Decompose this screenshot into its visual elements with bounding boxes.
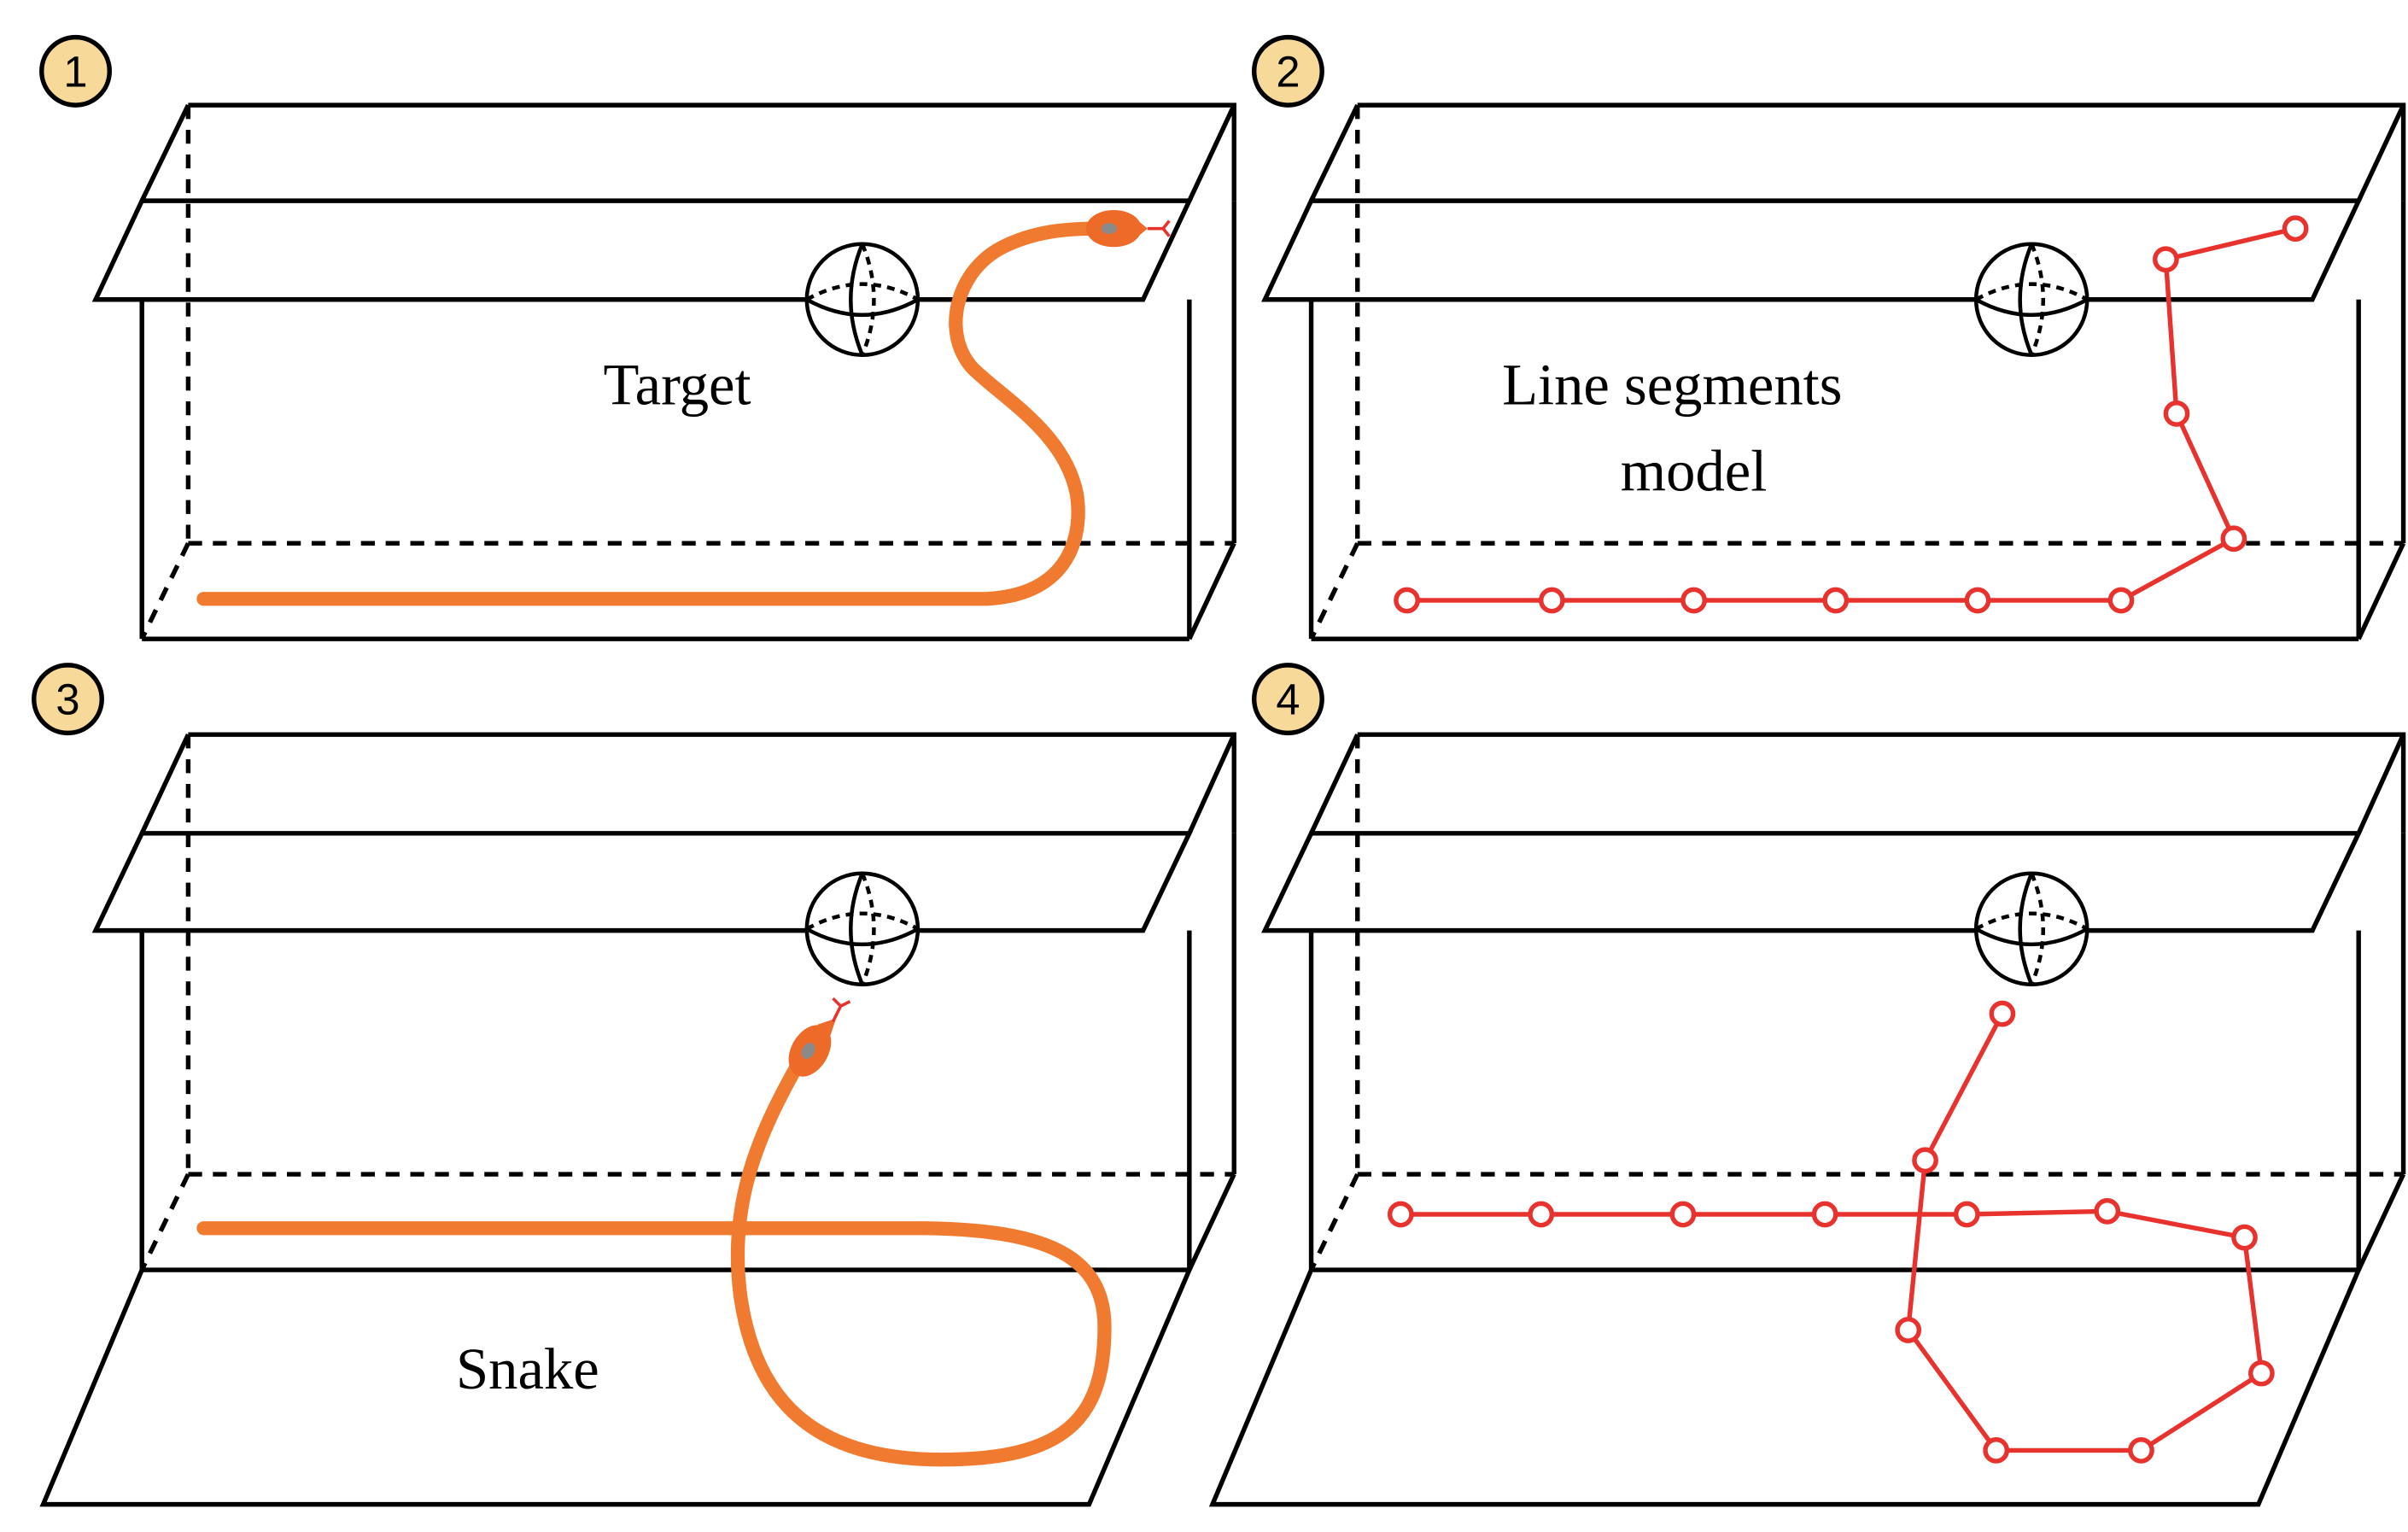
box-frame: [91, 102, 1236, 641]
segment-joint-icon: [1912, 1147, 1938, 1174]
segment-joint-icon: [1539, 587, 1565, 614]
panel-number: 1: [63, 47, 87, 96]
segment-joint-icon: [2248, 1360, 2275, 1387]
hidden-edges: [1309, 105, 2404, 640]
segment-joint-icon: [1983, 1437, 2010, 1464]
panel-label: Target: [604, 353, 751, 418]
segment-joint-icon: [1895, 1317, 1922, 1343]
segment-joint-icon: [2094, 1198, 2121, 1225]
segment-joint-icon: [1989, 1000, 2016, 1027]
segment-joint-icon: [1394, 587, 1420, 614]
hidden-edges: [139, 734, 1235, 1272]
snake-body: [196, 1061, 1112, 1467]
panel-label: Snake: [456, 1336, 599, 1401]
panel-number: 4: [1276, 675, 1300, 724]
segment-joint-icon: [2128, 1437, 2154, 1464]
target-sphere-icon: [1973, 871, 2089, 987]
segment-joint-icon: [1387, 1201, 1414, 1228]
segment-joint-icon: [1680, 587, 1707, 614]
segment-joints: [1387, 1000, 2275, 1464]
segment-joint-icon: [2220, 525, 2247, 553]
segment-line: [1406, 225, 2296, 603]
target-sphere-icon: [1973, 242, 2089, 358]
segment-joint-icon: [1953, 1201, 1980, 1228]
panel-number-badge: 1: [39, 34, 112, 108]
panel-number-badge: 4: [1252, 663, 1324, 736]
segment-joint-icon: [1669, 1201, 1697, 1228]
target-sphere-icon: [804, 242, 921, 358]
panel-number: 3: [56, 675, 79, 724]
snake-body: [196, 221, 1106, 606]
hidden-edges: [1309, 734, 2404, 1272]
segment-joint-icon: [1528, 1201, 1555, 1228]
segment-joint-icon: [2231, 1224, 2258, 1251]
segment-model: [1394, 215, 2309, 614]
panel-label-line-2: model: [1621, 439, 1768, 504]
segment-joint-icon: [2163, 401, 2190, 427]
panel-2: 2 Line segments model: [1252, 34, 2406, 641]
snake-tail: [197, 592, 231, 605]
segment-line: [1400, 1012, 2265, 1453]
panel-1: 1 Target: [39, 34, 1236, 641]
panel-label-line-1: Line segments: [1502, 353, 1842, 418]
panel-number-badge: 3: [32, 663, 104, 736]
segment-model: [1387, 1000, 2275, 1464]
box-frame: [39, 732, 1236, 1507]
target-sphere-icon: [804, 871, 921, 987]
panel-number-badge: 2: [1252, 34, 1324, 108]
segment-joint-icon: [1964, 587, 1991, 614]
segment-joints: [1394, 215, 2309, 614]
snake-head-icon: [788, 997, 851, 1077]
segment-joint-icon: [1822, 587, 1850, 614]
segment-joint-icon: [1811, 1201, 1838, 1228]
panel-4: 4: [1208, 663, 2406, 1507]
hidden-edges: [139, 105, 1235, 640]
snake-tail: [197, 1222, 231, 1235]
segment-joint-icon: [2282, 215, 2309, 242]
panel-number: 2: [1276, 47, 1300, 96]
box-frame: [1261, 102, 2406, 641]
box-frame: [1208, 732, 2406, 1507]
segment-joint-icon: [2107, 587, 2135, 614]
segment-joint-icon: [2153, 246, 2179, 273]
snake-head-icon: [1085, 209, 1171, 248]
panel-3: 3 Snake: [32, 663, 1236, 1507]
